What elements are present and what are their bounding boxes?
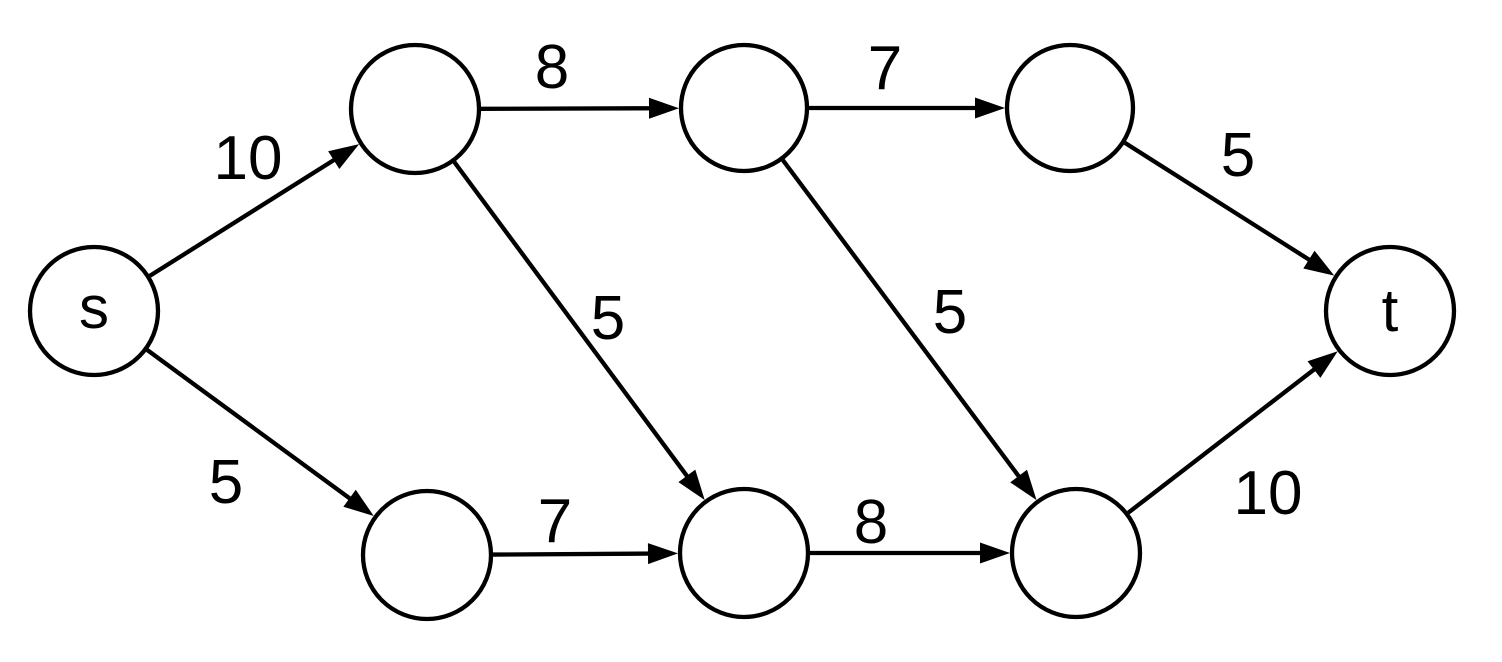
edge-weight-v1-v2: 7 bbox=[538, 487, 572, 556]
edge-u1-v2 bbox=[452, 160, 697, 488]
arrowhead-icon bbox=[678, 469, 705, 500]
edge-weight-s-v1: 5 bbox=[209, 448, 243, 517]
edge-u1-u2 bbox=[480, 106, 663, 111]
node-u1 bbox=[348, 42, 482, 176]
edge-weight-u2-v3: 5 bbox=[933, 278, 967, 347]
edge-weight-v3-t: 10 bbox=[1234, 459, 1303, 528]
arrowhead-icon bbox=[1307, 351, 1338, 378]
edge-u2-v3 bbox=[781, 158, 1029, 489]
edge-weight-u3-t: 5 bbox=[1221, 121, 1255, 190]
edge-weight-u2-u3: 7 bbox=[868, 34, 902, 103]
arrowhead-icon bbox=[647, 543, 679, 565]
edge-weight-u1-u2: 8 bbox=[535, 33, 569, 102]
edge-weight-v2-v3: 8 bbox=[854, 488, 888, 557]
node-s bbox=[27, 244, 161, 378]
node-label-t: t bbox=[1382, 277, 1399, 344]
arrowhead-icon bbox=[1010, 469, 1037, 501]
node-u3 bbox=[1004, 42, 1136, 174]
arrowhead-icon bbox=[328, 144, 360, 170]
node-v1 bbox=[360, 488, 494, 622]
edge-s-v1 bbox=[145, 348, 362, 508]
node-v2 bbox=[677, 486, 811, 620]
edge-v1-v2 bbox=[492, 551, 662, 557]
edge-v3-t bbox=[1126, 359, 1326, 515]
edge-weight-s-u1: 10 bbox=[214, 124, 283, 193]
edge-u3-t bbox=[1123, 141, 1322, 269]
edge-weight-u1-v2: 5 bbox=[591, 284, 625, 353]
arrowhead-icon bbox=[1303, 250, 1335, 276]
node-t bbox=[1323, 244, 1457, 378]
node-u2 bbox=[678, 42, 810, 174]
arrowhead-icon bbox=[980, 542, 1010, 564]
node-v3 bbox=[1009, 486, 1143, 620]
arrowhead-icon bbox=[975, 97, 1005, 119]
node-label-s: s bbox=[79, 274, 109, 341]
arrowhead-icon bbox=[648, 97, 680, 119]
arrowhead-icon bbox=[343, 489, 374, 516]
edge-s-u1 bbox=[148, 151, 347, 278]
